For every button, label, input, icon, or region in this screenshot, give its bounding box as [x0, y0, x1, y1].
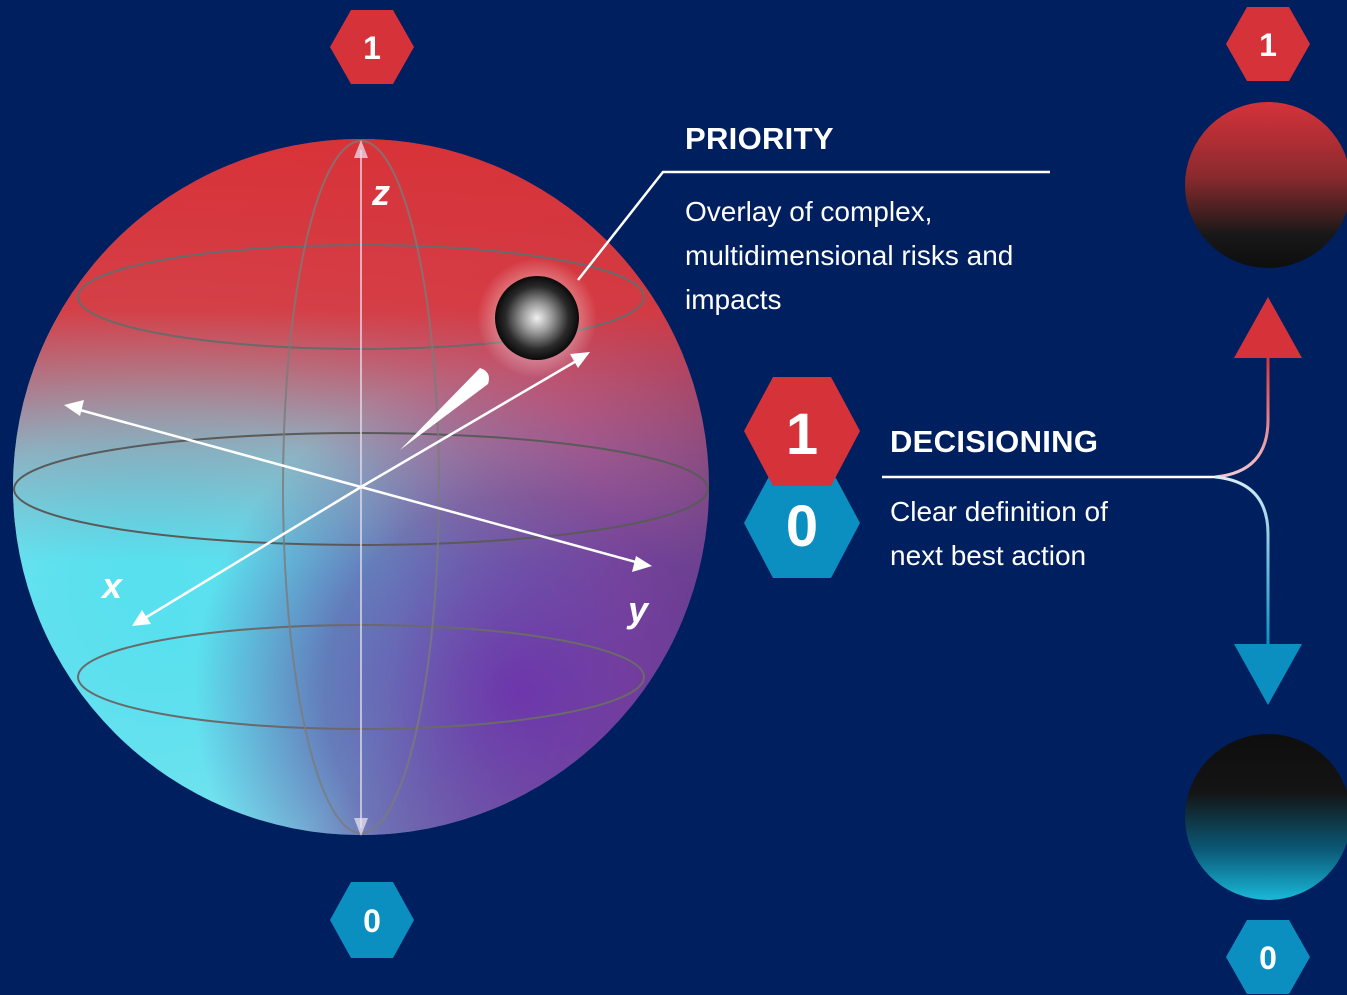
outcome-blue-ball — [1185, 734, 1347, 900]
outcome-top-state-label: 1 — [1259, 27, 1277, 63]
priority-description: Overlay of complex, multidimensional ris… — [685, 190, 1013, 322]
decisioning-description-line: next best action — [890, 540, 1087, 571]
vector-highlight — [400, 368, 489, 450]
z-axis-label: z — [371, 172, 390, 213]
priority-description-line: multidimensional risks and — [685, 240, 1014, 271]
decisioning-zero-label: 0 — [786, 494, 818, 559]
y-axis — [360, 485, 652, 572]
outcome-top-state-hex: 1 — [1226, 7, 1310, 81]
priority-description-line: impacts — [685, 284, 782, 315]
state-ball — [495, 276, 579, 360]
up-arrow — [1234, 297, 1302, 358]
decisioning-one-label: 1 — [786, 402, 818, 467]
y-axis-label: y — [626, 589, 650, 630]
sphere-top-state-label: 1 — [363, 30, 381, 66]
priority-title: PRIORITY — [685, 121, 834, 156]
priority-callout-line — [577, 170, 1050, 281]
sphere-bottom-state-hex: 0 — [330, 882, 414, 958]
priority-description-line: Overlay of complex, — [685, 196, 933, 227]
x-axis — [64, 400, 362, 626]
bloch-sphere: z x y — [13, 139, 709, 836]
decisioning-description: Clear definition of next best action — [890, 490, 1108, 578]
decision-branch — [882, 297, 1302, 705]
outcome-bottom-state-label: 0 — [1259, 940, 1277, 976]
outcome-bottom-state-hex: 0 — [1226, 920, 1310, 994]
x-axis-label: x — [100, 565, 124, 606]
decisioning-description-line: Clear definition of — [890, 496, 1108, 527]
sphere-top-state-hex: 1 — [330, 10, 414, 84]
decisioning-zero-hex: 0 — [744, 469, 860, 578]
decisioning-one-hex: 1 — [744, 377, 860, 486]
z-axis — [354, 140, 368, 836]
decisioning-title: DECISIONING — [890, 424, 1099, 459]
outcome-red-ball — [1185, 102, 1347, 268]
down-arrow — [1234, 644, 1302, 705]
sphere-bottom-state-label: 0 — [363, 903, 381, 939]
